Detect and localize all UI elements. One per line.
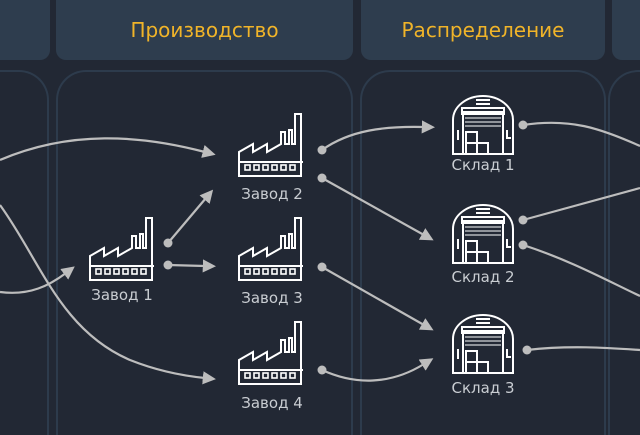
warehouse-label-2: Склад 2 [451, 268, 515, 286]
factory-label-4: Завод 4 [241, 394, 303, 412]
warehouse-label-1: Склад 1 [451, 156, 515, 174]
header-production: Производство [56, 0, 353, 60]
header-distribution-label: Распределение [401, 18, 565, 42]
factory-label-1: Завод 1 [91, 286, 153, 304]
panel-production [56, 70, 353, 435]
arrow-in-zavod4 [0, 204, 216, 385]
arrow-sklad3-out [526, 346, 640, 352]
header-distribution: Распределение [361, 0, 605, 60]
arrow-zavod3-sklad3 [321, 266, 434, 331]
factory-icon-4 [238, 321, 303, 385]
arrow-in-zavod2 [0, 137, 216, 162]
arrow-sklad1-out [522, 121, 640, 148]
factory-icon-3 [238, 217, 303, 281]
arrow-zavod1-zavod3 [167, 259, 216, 273]
factory-label-2: Завод 2 [241, 185, 303, 203]
factory-icon-1 [89, 217, 154, 281]
arrow-sklad2-out-top [522, 186, 640, 222]
arrow-zavod1-zavod2 [167, 189, 214, 244]
warehouse-icon-3 [452, 314, 514, 374]
arrow-in-zavod1 [0, 266, 75, 294]
panel-left-stage [0, 70, 49, 435]
arrow-zavod2-sklad1 [321, 120, 435, 151]
warehouse-label-3: Склад 3 [451, 379, 515, 397]
panel-distribution [360, 70, 606, 435]
warehouse-icon-1 [452, 95, 514, 155]
arrow-zavod2-sklad2 [321, 177, 434, 241]
warehouse-icon-2 [452, 204, 514, 264]
factory-icon-2 [238, 113, 303, 177]
header-production-label: Производство [130, 18, 279, 42]
arrow-zavod4-sklad3 [321, 358, 434, 382]
factory-label-3: Завод 3 [241, 289, 303, 307]
header-right-stage [612, 0, 640, 60]
arrow-sklad2-out-bottom [522, 243, 640, 297]
header-left-stage [0, 0, 50, 60]
